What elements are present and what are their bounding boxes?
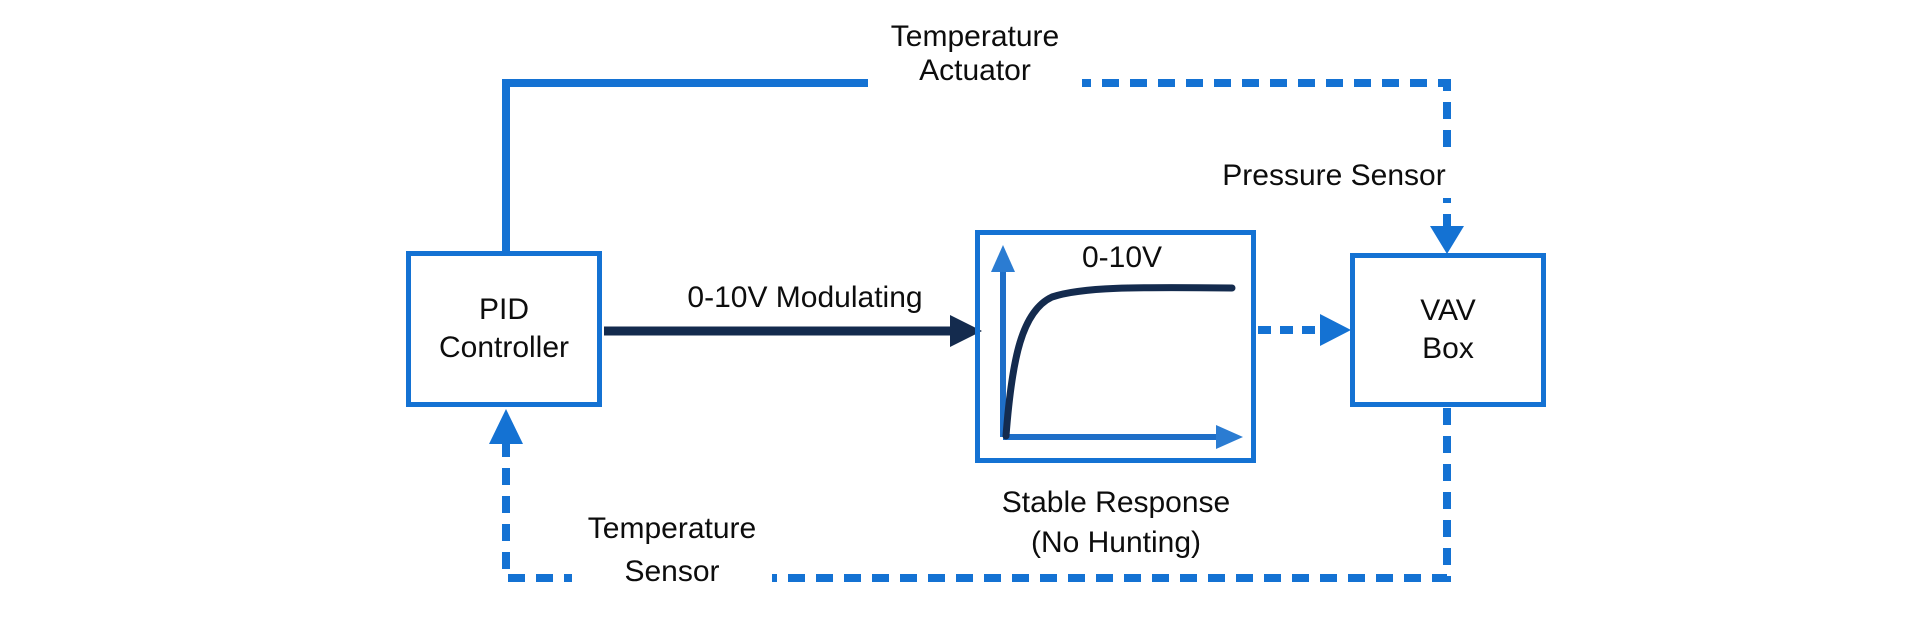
vav-box-label-line1: VAV [1420,294,1476,327]
feedback-arrowhead-up-icon [489,409,523,444]
pressure-sensor-arrowhead-down-icon [1430,226,1464,254]
temperature-actuator-label: Temperature Actuator [868,20,1082,94]
temperature-sensor-label-line2: Sensor [624,555,720,588]
actuator-to-vav-dashed-line [990,79,1451,230]
modulating-arrowhead-right-icon [950,315,982,347]
graph-title: 0-10V [1081,241,1163,274]
temperature-sensor-feedback-dashed-line [502,408,1451,582]
graph-x-axis-arrowhead-icon [1216,425,1243,449]
stable-response-caption: Stable Response (No Hunting) [960,483,1272,563]
temperature-actuator-label-line1: Temperature [890,20,1060,53]
stable-response-caption-line2: (No Hunting) [1030,526,1202,559]
response-graph-box [975,230,1256,463]
pid-controller-label-line2: Controller [438,331,570,364]
temperature-sensor-label-line1: Temperature [587,512,757,545]
vav-box: VAV Box [1350,253,1546,407]
pid-controller-label-line1: PID [478,293,529,326]
graph-to-vav-arrowhead-right-icon [1320,314,1351,346]
vav-box-label-line2: Box [1422,332,1474,365]
stable-response-caption-line1: Stable Response [1001,486,1231,519]
pressure-sensor-label: Pressure Sensor [1206,156,1462,198]
temperature-actuator-label-line2: Actuator [919,54,1031,87]
pid-to-actuator-solid-line [502,79,990,253]
modulating-signal-label: 0-10V Modulating [665,281,945,317]
temperature-sensor-label: Temperature Sensor [572,507,772,593]
pid-controller-box: PID Controller [406,251,602,407]
graph-y-axis-arrowhead-icon [991,245,1015,272]
stable-response-curve [1002,284,1236,440]
